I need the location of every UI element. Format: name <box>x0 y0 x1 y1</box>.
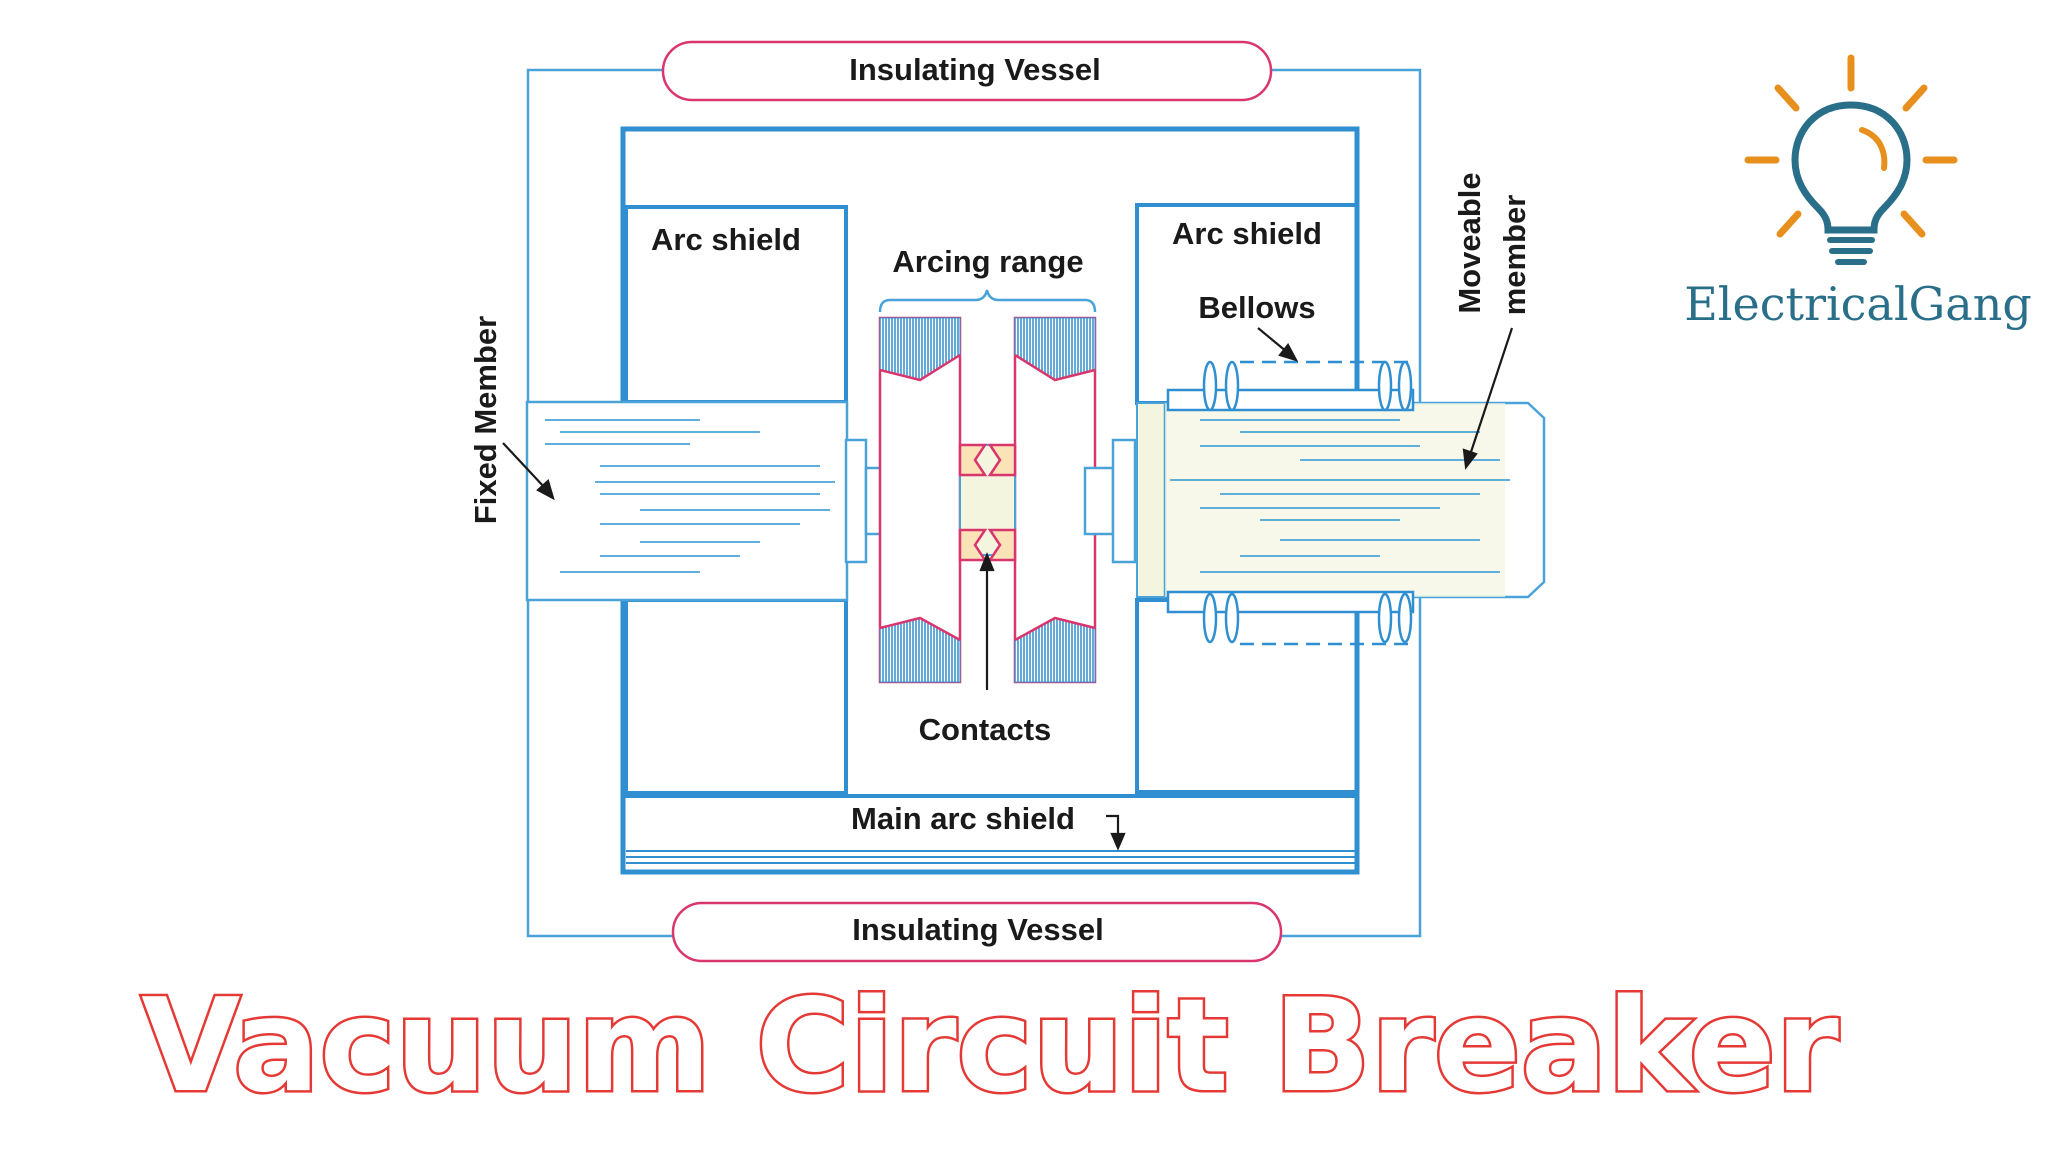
bellows <box>1166 360 1415 646</box>
page-title: Vacuum Circuit Breaker <box>141 972 1839 1121</box>
arc-shield-left-lower <box>624 598 848 795</box>
fixed-contact-assembly <box>878 316 962 684</box>
label-moveable-member-line1: Moveable <box>1452 172 1487 313</box>
label-arc-shield-right: Arc shield <box>1172 216 1322 251</box>
label-main-arc-shield: Main arc shield <box>851 801 1075 836</box>
arcing-range-brace <box>878 289 1097 313</box>
label-insulating-vessel-bottom: Insulating Vessel <box>852 912 1104 947</box>
label-contacts: Contacts <box>919 712 1052 747</box>
moving-contact-assembly <box>1013 316 1097 684</box>
label-bellows: Bellows <box>1198 290 1315 325</box>
arc-shield-right-lower <box>1135 598 1359 794</box>
label-fixed-member: Fixed Member <box>468 316 503 524</box>
lightbulb-icon <box>1744 54 1958 265</box>
insulating-vessel-bottom-pill <box>671 901 1283 963</box>
label-arc-shield-left: Arc shield <box>651 222 801 257</box>
moveable-member-rod <box>1136 401 1546 599</box>
label-insulating-vessel-top: Insulating Vessel <box>849 52 1101 87</box>
label-moveable-member-line2: member <box>1497 195 1532 316</box>
fixed-member-rod <box>525 400 900 602</box>
main-arc-shield <box>623 794 1357 864</box>
moving-member-connector <box>1083 438 1137 564</box>
insulating-vessel-top-pill <box>661 40 1273 102</box>
contacts <box>958 443 1017 562</box>
brand-name: ElectricalGang <box>1684 277 2032 331</box>
label-arcing-range: Arcing range <box>892 244 1083 279</box>
annotation-arrows <box>502 327 1514 851</box>
